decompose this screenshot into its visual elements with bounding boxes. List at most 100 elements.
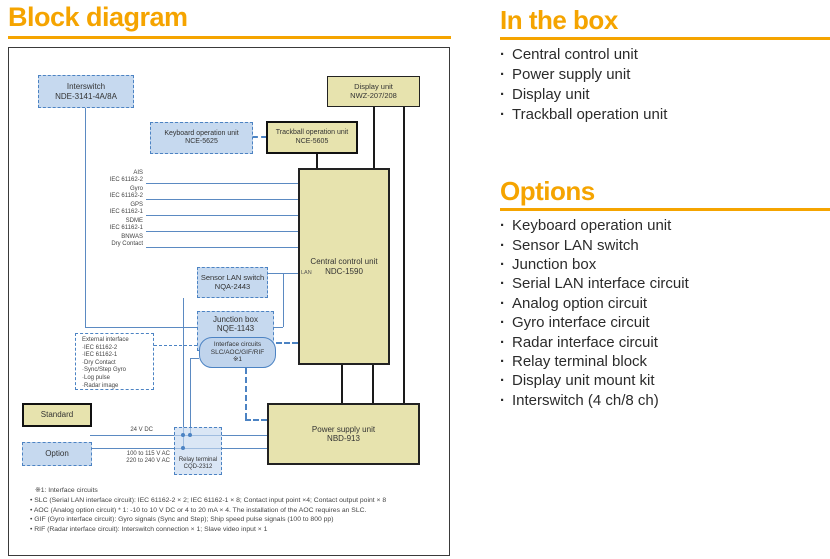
display-unit-model: NWZ-207/208 bbox=[350, 90, 397, 100]
connector-ifc-stub bbox=[190, 358, 199, 359]
options-item: Serial LAN interface circuit bbox=[500, 274, 689, 293]
options-item: Analog option circuit bbox=[500, 294, 689, 313]
ac-power-label-1: 100 to 115 V AC bbox=[126, 451, 170, 457]
ccu-name: Central control unit bbox=[310, 257, 378, 267]
in-the-box-item: Power supply unit bbox=[500, 64, 667, 84]
legend-standard-label: Standard bbox=[40, 410, 74, 420]
keyboard-unit-box: Keyboard operation unit NCE-5625 bbox=[150, 122, 253, 154]
in-the-box-item: Trackball operation unit bbox=[500, 104, 667, 124]
external-interface-item: ·Radar image bbox=[82, 382, 119, 389]
options-item: Relay terminal block bbox=[500, 352, 689, 371]
footnote: • RIF (Radar interface circuit): Intersw… bbox=[30, 526, 268, 534]
page-title: Block diagram bbox=[8, 2, 188, 32]
signal-name: BNWAS bbox=[121, 234, 143, 240]
connector-signal-gps bbox=[146, 215, 298, 216]
title-rule bbox=[8, 36, 451, 39]
ccu-model: NDC-1590 bbox=[325, 266, 363, 276]
connector-ifc-psu-h bbox=[245, 419, 267, 421]
signal-spec: Dry Contact bbox=[111, 241, 143, 247]
options-item: Sensor LAN switch bbox=[500, 235, 689, 254]
legend-option: Option bbox=[22, 442, 92, 466]
connector-sensor-to-relay bbox=[183, 298, 184, 448]
external-interface-item: ·IEC 61162-2 bbox=[82, 344, 118, 351]
connector-ccu-psu-2 bbox=[372, 365, 374, 403]
connector-signal-sdme bbox=[146, 231, 298, 232]
footnotes: ※1: Interface circuits • SLC (Serial LAN… bbox=[30, 486, 446, 535]
dc-power-label: 24 V DC bbox=[130, 427, 153, 433]
footnote: • AOC (Analog option circuit) * 1: -10 t… bbox=[30, 506, 367, 514]
in-the-box-item: Display unit bbox=[500, 84, 667, 104]
interface-circuits-box: Interface circuits SLC/AOC/GIF/RIF ※1 bbox=[199, 337, 276, 368]
connector-external-interface bbox=[154, 345, 197, 346]
connector-interswitch-horizontal bbox=[85, 327, 197, 328]
connector-display-ccu bbox=[373, 107, 375, 168]
interface-circuits-line2: SLC/AOC/GIF/RIF bbox=[210, 348, 265, 356]
relay-model: CQD-2312 bbox=[183, 464, 213, 471]
junction-dot bbox=[181, 446, 185, 450]
connector-signal-bnwas bbox=[146, 247, 298, 248]
interswitch-box: Interswitch NDE-3141-4A/8A bbox=[38, 75, 134, 108]
signal-name: Gyro bbox=[129, 186, 143, 192]
ac-power-label-2: 220 to 240 V AC bbox=[126, 458, 170, 464]
junction-dot bbox=[181, 433, 185, 437]
interface-circuits-ref: ※1 bbox=[232, 356, 243, 364]
options-item: Display unit mount kit bbox=[500, 371, 689, 390]
connector-junction-lan-v bbox=[283, 273, 284, 327]
connector-trackball-ccu bbox=[316, 154, 318, 168]
connector-ifc-ccu bbox=[276, 342, 298, 344]
trackball-unit-box: Trackball operation unit NCE-5605 bbox=[266, 121, 358, 154]
interface-circuits-line1: Interface circuits bbox=[213, 341, 262, 349]
connector-display-psu bbox=[403, 107, 405, 403]
keyboard-unit-name: Keyboard operation unit bbox=[164, 129, 239, 137]
interswitch-model: NDE-3141-4A/8A bbox=[55, 91, 117, 101]
options-list: Keyboard operation unit Sensor LAN switc… bbox=[500, 216, 689, 410]
options-item: Junction box bbox=[500, 255, 689, 274]
connector-ifc-to-relay bbox=[190, 358, 191, 435]
connector-signal-ais bbox=[146, 183, 298, 184]
signal-label-gyro: Gyro IEC 61162-2 bbox=[59, 186, 143, 200]
sensor-lan-model: NQA-2443 bbox=[214, 281, 251, 291]
central-control-unit-box: Central control unit NDC-1590 bbox=[298, 168, 390, 365]
connector-keyboard-trackball bbox=[253, 136, 266, 138]
sensor-lan-switch-box: Sensor LAN switch NQA-2443 bbox=[197, 267, 268, 298]
signal-label-sdme: SDME IEC 61162-1 bbox=[59, 218, 143, 232]
diagram-frame bbox=[8, 47, 450, 556]
external-interface-item: ·Sync/Step Gyro bbox=[82, 367, 127, 374]
signal-name: AIS bbox=[133, 170, 143, 176]
connector-signal-gyro bbox=[146, 199, 298, 200]
external-interface-title: External interface bbox=[82, 337, 129, 343]
signal-spec: IEC 61162-2 bbox=[109, 193, 143, 199]
display-unit-name: Display unit bbox=[354, 81, 393, 91]
connector-ifc-psu-v bbox=[245, 368, 247, 419]
signal-label-ais: AIS IEC 61162-2 bbox=[59, 170, 143, 184]
options-rule bbox=[500, 208, 830, 211]
in-the-box-list: Central control unit Power supply unit D… bbox=[500, 44, 667, 124]
junction-dot bbox=[188, 433, 192, 437]
trackball-unit-name: Trackball operation unit bbox=[275, 129, 349, 137]
external-interface-item: ·IEC 61162-1 bbox=[82, 352, 118, 359]
trackball-unit-model: NCE-5605 bbox=[295, 137, 329, 145]
external-interface-item: ·Dry Contact bbox=[82, 359, 116, 366]
signal-label-gps: GPS IEC 61162-1 bbox=[59, 202, 143, 216]
legend-standard: Standard bbox=[22, 403, 92, 427]
relay-name: Relay terminal bbox=[178, 457, 218, 464]
interswitch-name: Interswitch bbox=[66, 82, 106, 92]
footnote: • SLC (Serial LAN interface circuit): IE… bbox=[30, 496, 387, 504]
legend-option-label: Option bbox=[45, 449, 69, 459]
ac-power-label: 100 to 115 V AC 220 to 240 V AC bbox=[95, 451, 170, 465]
power-supply-unit-box: Power supply unit NBD-913 bbox=[267, 403, 420, 465]
signal-name: SDME bbox=[125, 218, 143, 224]
options-item: Interswitch (4 ch/8 ch) bbox=[500, 391, 689, 410]
sensor-lan-name: Sensor LAN switch bbox=[200, 272, 265, 282]
psu-name: Power supply unit bbox=[311, 424, 376, 434]
connector-interswitch-vertical bbox=[85, 108, 86, 328]
options-item: Keyboard operation unit bbox=[500, 216, 689, 235]
junction-box-model: NQE-1143 bbox=[216, 324, 255, 334]
signal-name: GPS bbox=[130, 202, 143, 208]
keyboard-unit-model: NCE-5625 bbox=[185, 138, 218, 145]
options-item: Gyro interface circuit bbox=[500, 313, 689, 332]
in-the-box-rule bbox=[500, 37, 830, 40]
connector-ccu-psu-1 bbox=[341, 365, 343, 403]
external-interface-box: External interface ·IEC 61162-2 ·IEC 611… bbox=[75, 333, 154, 390]
